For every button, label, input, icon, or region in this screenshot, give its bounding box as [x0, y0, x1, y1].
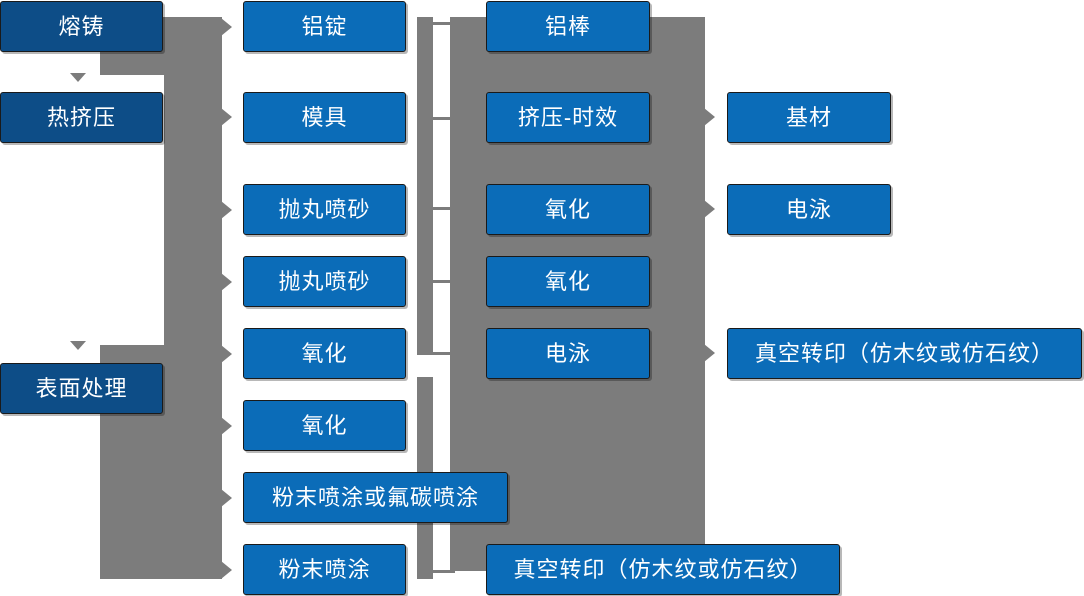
proc-oxidation-1[interactable]: 氧化 [486, 184, 650, 235]
out-electro[interactable]: 电泳 [727, 184, 891, 235]
input-die-label: 模具 [301, 104, 348, 130]
input-shotblast-1-label: 抛丸喷砂 [278, 196, 371, 222]
input-powder[interactable]: 粉末喷涂 [243, 544, 406, 595]
connector-spine-mid-upper [417, 17, 433, 355]
arrow-to-input-shotblast-2 [221, 273, 232, 291]
input-powder-fluor[interactable]: 粉末喷涂或氟碳喷涂 [243, 472, 508, 523]
input-powder-fluor-label: 粉末喷涂或氟碳喷涂 [271, 484, 479, 510]
proc-oxidation-2-label: 氧化 [544, 268, 591, 294]
arrow-to-out-electro [704, 200, 715, 218]
arrow-to-input-powder-fluor [221, 489, 232, 507]
stage-extrude-label: 热挤压 [46, 104, 116, 130]
tick-input-shotblast-2 [433, 280, 455, 283]
connector-arrow-down-extrude [70, 73, 86, 82]
out-substrate[interactable]: 基材 [727, 92, 891, 143]
arrow-to-input-powder [221, 561, 232, 579]
out-vacuum[interactable]: 真空转印（仿木纹或仿石纹） [727, 328, 1082, 379]
stage-extrude[interactable]: 热挤压 [0, 92, 163, 143]
proc-extrude[interactable]: 挤压-时效 [486, 92, 650, 143]
connector-arrow-down-surface [70, 341, 86, 350]
out-electro-label: 电泳 [785, 196, 832, 222]
stage-melting[interactable]: 熔铸 [0, 1, 163, 52]
stage-surface[interactable]: 表面处理 [0, 363, 163, 414]
input-ingot-label: 铝锭 [301, 13, 348, 39]
tick-input-oxidation-1 [433, 352, 455, 355]
tick-input-ingot [433, 22, 455, 25]
tick-input-die [433, 117, 455, 120]
connector-spine-left [164, 17, 222, 579]
proc-vacuum[interactable]: 真空转印（仿木纹或仿石纹） [486, 544, 840, 595]
proc-albar-label: 铝棒 [544, 13, 591, 39]
proc-extrude-label: 挤压-时效 [517, 104, 619, 130]
input-shotblast-2-label: 抛丸喷砂 [278, 268, 371, 294]
proc-electro-label: 电泳 [544, 340, 591, 366]
stage-melting-label: 熔铸 [58, 13, 105, 39]
input-die[interactable]: 模具 [243, 92, 406, 143]
proc-albar[interactable]: 铝棒 [486, 1, 650, 52]
arrow-to-input-shotblast-1 [221, 201, 232, 219]
out-vacuum-label: 真空转印（仿木纹或仿石纹） [754, 340, 1054, 366]
arrow-to-input-die [221, 108, 232, 126]
arrow-to-out-vacuum [704, 344, 715, 362]
proc-oxidation-2[interactable]: 氧化 [486, 256, 650, 307]
tick-input-shotblast-1 [433, 207, 455, 210]
proc-vacuum-label: 真空转印（仿木纹或仿石纹） [513, 556, 813, 582]
arrow-to-out-substrate [704, 108, 715, 126]
input-shotblast-2[interactable]: 抛丸喷砂 [243, 256, 406, 307]
proc-electro[interactable]: 电泳 [486, 328, 650, 379]
proc-oxidation-1-label: 氧化 [544, 196, 591, 222]
input-oxidation-1[interactable]: 氧化 [243, 328, 406, 379]
arrow-to-input-oxidation-2 [221, 417, 232, 435]
tick-input-powder [433, 570, 455, 573]
connector-link-surface [164, 388, 186, 391]
input-shotblast-1[interactable]: 抛丸喷砂 [243, 184, 406, 235]
out-substrate-label: 基材 [785, 104, 832, 130]
input-oxidation-2[interactable]: 氧化 [243, 400, 406, 451]
stage-surface-label: 表面处理 [35, 375, 128, 401]
input-oxidation-1-label: 氧化 [301, 340, 348, 366]
arrow-to-input-ingot [221, 18, 232, 36]
input-ingot[interactable]: 铝锭 [243, 1, 406, 52]
arrow-to-input-oxidation-1 [221, 345, 232, 363]
input-powder-label: 粉末喷涂 [278, 556, 371, 582]
input-oxidation-2-label: 氧化 [301, 412, 348, 438]
